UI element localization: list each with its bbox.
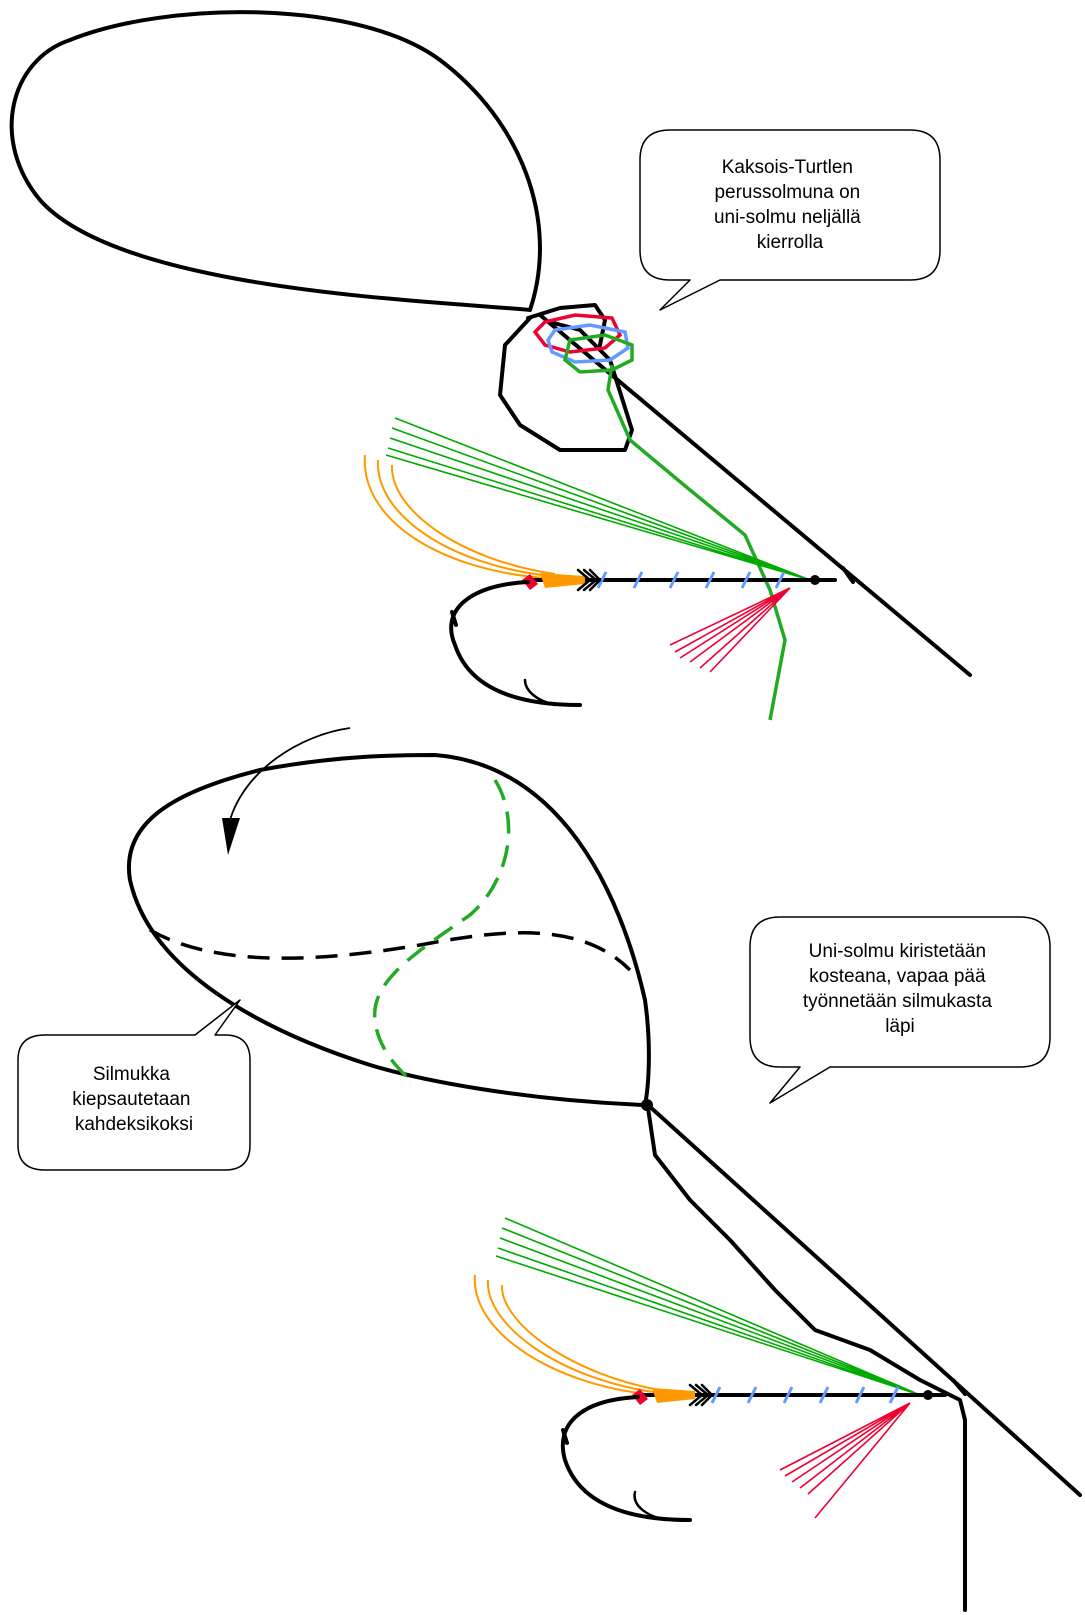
bottom-dashed-black — [150, 930, 630, 970]
callout-left-line: kahdeksikoksi — [75, 1114, 193, 1135]
callout-right-line: Uni-solmu kiristetään — [809, 941, 986, 962]
top-panel: Kaksois-Turtlen perussolmuna on uni-solm… — [12, 12, 970, 720]
top-fly — [365, 418, 835, 705]
callout-right-line: kosteana, vapaa pää — [809, 966, 986, 987]
green-strand — [608, 365, 785, 720]
callout-top-line: Kaksois-Turtlen — [722, 157, 853, 178]
fly-hook-bend — [563, 1397, 690, 1520]
fly-tag-orange — [652, 1388, 695, 1403]
fly-tail — [365, 455, 555, 578]
bottom-dashed-green — [375, 780, 509, 1080]
fly-wing — [496, 1218, 920, 1395]
callout-left-line: Silmukka — [93, 1064, 171, 1085]
callout-top-line: uni-solmu neljällä — [714, 207, 861, 228]
fly-tail — [475, 1275, 665, 1395]
bottom-strand — [648, 1108, 965, 1610]
fly-hackle — [780, 1403, 910, 1518]
twist-arrowhead — [222, 818, 240, 855]
fly-hook-bend — [451, 582, 580, 705]
bottom-fly — [475, 1218, 945, 1520]
bottom-panel: Uni-solmu kiristetään kosteana, vapaa pä… — [18, 728, 1080, 1610]
callout-left-bubble — [18, 1000, 250, 1170]
callout-top-line: perussolmuna on — [714, 182, 860, 203]
fly-tag-orange — [540, 573, 585, 588]
callout-right-line: työnnetään silmukasta — [803, 991, 992, 1012]
fly-hackle — [670, 588, 790, 672]
callout-top-line: kierrolla — [757, 232, 824, 253]
callout-left: Silmukka kiepsautetaan kahdeksikoksi — [18, 1000, 250, 1170]
callout-left-line: kiepsautetaan — [72, 1089, 190, 1110]
callout-right: Uni-solmu kiristetään kosteana, vapaa pä… — [750, 917, 1050, 1103]
fly-head — [810, 575, 820, 585]
callout-top: Kaksois-Turtlen perussolmuna on uni-solm… — [640, 130, 940, 310]
bottom-leader-line — [648, 1105, 1080, 1495]
top-loop — [12, 12, 540, 310]
bottom-knot — [641, 1099, 653, 1111]
fly-head — [923, 1390, 933, 1400]
callout-right-line: läpi — [885, 1016, 915, 1037]
